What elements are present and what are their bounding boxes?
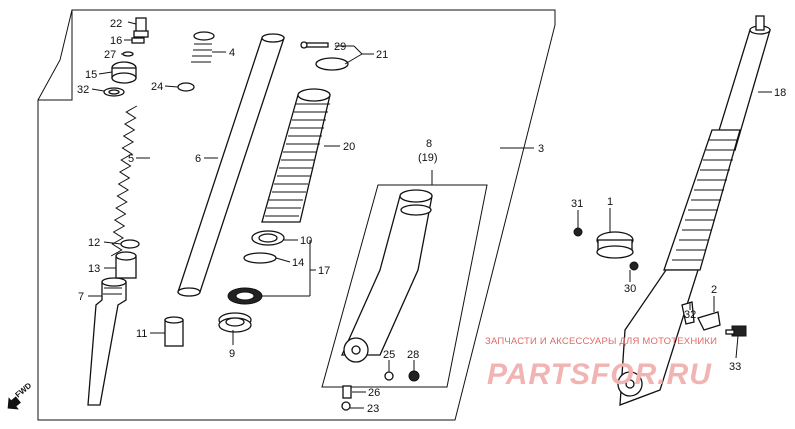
fork-cap xyxy=(111,61,137,84)
cap-bolt xyxy=(133,17,149,38)
label-12: 12 xyxy=(88,237,100,249)
clamp-bolt xyxy=(300,41,329,49)
label-9: 9 xyxy=(229,348,235,360)
boot-band xyxy=(315,57,349,71)
slider-group-boundary xyxy=(321,184,488,388)
label-17: 17 xyxy=(318,265,330,277)
assembled-fork xyxy=(617,15,771,406)
clamp-nut xyxy=(629,261,639,271)
label-13: 13 xyxy=(88,263,100,275)
handle-clamp xyxy=(596,231,634,259)
label-33: 33 xyxy=(729,361,741,373)
label-18: 18 xyxy=(774,87,786,99)
label-16: 16 xyxy=(110,35,122,47)
label-10: 10 xyxy=(300,235,312,247)
label-24: 24 xyxy=(151,81,163,93)
label-32: 32 xyxy=(77,84,89,96)
mount-bolt xyxy=(725,325,747,337)
label-8: 8 xyxy=(426,138,432,150)
label-28: 28 xyxy=(407,349,419,361)
label-21: 21 xyxy=(376,49,388,61)
callout-labels: 22 16 27 15 32 4 24 5 6 12 13 7 11 29 21… xyxy=(77,18,786,415)
label-22: 22 xyxy=(110,18,122,30)
label-11: 11 xyxy=(136,328,147,340)
piston-ring xyxy=(120,239,140,249)
fork-boot xyxy=(261,88,331,223)
label-26: 26 xyxy=(368,387,380,399)
damper-rod xyxy=(87,277,127,406)
drain-bolt xyxy=(342,385,352,399)
label-3: 3 xyxy=(538,143,544,155)
label-1: 1 xyxy=(607,196,613,208)
label-15: 15 xyxy=(85,69,97,81)
label-27: 27 xyxy=(104,49,116,61)
label-30: 30 xyxy=(624,283,636,295)
label-23: 23 xyxy=(367,403,379,415)
o-ring-small xyxy=(131,37,145,44)
nut-small xyxy=(408,370,420,382)
label-31: 31 xyxy=(571,198,583,210)
label-20: 20 xyxy=(343,141,355,153)
drain-washer xyxy=(341,401,351,411)
watermark: ЗАПЧАСТИ И АКСЕССУАРЫ ДЛЯ МОТОТЕХНИКИ PA… xyxy=(485,336,717,391)
label-6: 6 xyxy=(195,153,201,165)
rebound-spring xyxy=(115,251,137,279)
fwd-label: FWD xyxy=(14,381,34,400)
label-5: 5 xyxy=(128,153,134,165)
label-19: (19) xyxy=(418,152,438,164)
label-2: 2 xyxy=(711,284,717,296)
bracket-mount xyxy=(681,301,695,325)
slider-bushing xyxy=(218,312,252,333)
oil-lock-piece xyxy=(164,316,184,347)
label-25: 25 xyxy=(383,349,395,361)
small-o-ring xyxy=(122,51,134,57)
leader-lines xyxy=(88,21,772,409)
clamp-bolt-small xyxy=(573,227,583,237)
label-29: 29 xyxy=(334,41,346,53)
fork-o-ring xyxy=(177,82,195,92)
label-7: 7 xyxy=(78,291,84,303)
assembly-boundary xyxy=(37,9,556,421)
label-14: 14 xyxy=(292,257,304,269)
fork-pipe xyxy=(177,33,285,297)
label-4: 4 xyxy=(229,47,235,59)
watermark-logo: PARTSFOR.RU xyxy=(487,358,712,391)
label-32b: 32 xyxy=(684,309,696,321)
bottom-case xyxy=(340,189,433,363)
fork-spring xyxy=(110,105,138,257)
watermark-text: ЗАПЧАСТИ И АКСЕССУАРЫ ДЛЯ МОТОТЕХНИКИ xyxy=(485,336,717,347)
washer-small xyxy=(384,371,394,381)
stopper-ring xyxy=(243,252,277,264)
spacer-collar xyxy=(191,31,215,63)
fwd-indicator: FWD xyxy=(7,381,34,410)
cable-bracket xyxy=(697,311,721,331)
